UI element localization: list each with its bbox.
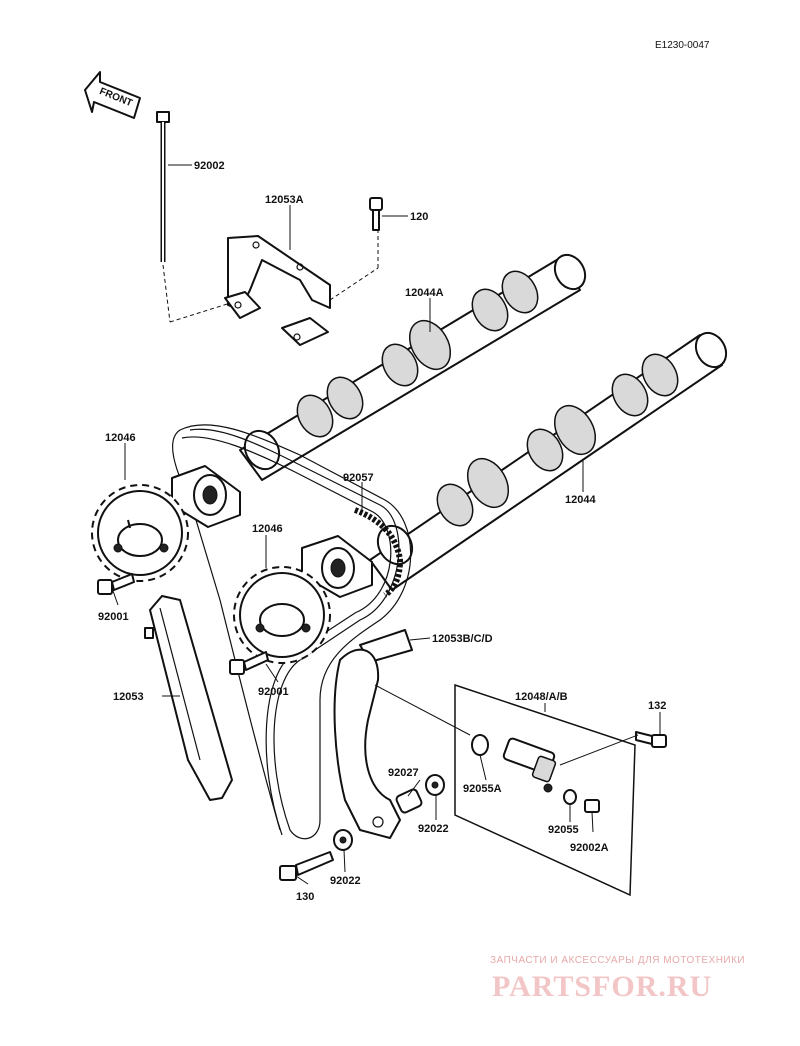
camshaft-12044 xyxy=(369,331,728,591)
label-12053BCD: 12053B/C/D xyxy=(432,633,493,645)
spacer-92027 xyxy=(395,788,423,814)
label-92022-bottom: 92022 xyxy=(330,875,361,887)
watermark-tagline: ЗАПЧАСТИ И АКСЕССУАРЫ ДЛЯ МОТОТЕХНИКИ xyxy=(490,955,745,966)
label-92001-left: 92001 xyxy=(98,611,129,623)
chain-guide-12053 xyxy=(144,595,233,801)
washer-92022-bottom xyxy=(333,829,353,851)
label-12044: 12044 xyxy=(565,494,596,506)
bolt-120 xyxy=(369,197,383,231)
label-120: 120 xyxy=(410,211,428,223)
label-132: 132 xyxy=(648,700,666,712)
sprocket-12046-left xyxy=(91,484,189,582)
diagram-code: E1230-0047 xyxy=(655,40,710,51)
label-12053A: 12053A xyxy=(265,194,304,206)
camshaft-12044A xyxy=(239,253,587,481)
camshaft-bracket-12053A xyxy=(224,230,379,346)
washer-92022-right xyxy=(425,774,445,796)
label-92002: 92002 xyxy=(194,160,225,172)
label-92022-right: 92022 xyxy=(418,823,449,835)
sprocket-12046-middle xyxy=(233,566,331,664)
label-92057: 92057 xyxy=(343,472,374,484)
tensioner-body xyxy=(502,737,557,793)
bolt-130 xyxy=(279,851,334,881)
bolt-92001-left xyxy=(97,573,135,595)
label-12046-left: 12046 xyxy=(105,432,136,444)
label-92027: 92027 xyxy=(388,767,419,779)
label-92055: 92055 xyxy=(548,824,579,836)
camshaft-flange-right xyxy=(301,535,373,598)
bolt-92001-middle xyxy=(229,651,269,675)
o-ring-92055 xyxy=(563,789,577,805)
tensioner-arm xyxy=(333,648,401,839)
label-12053: 12053 xyxy=(113,691,144,703)
front-arrow-icon: FRONT xyxy=(84,71,141,119)
plug-92002A xyxy=(584,799,600,813)
bolt-132 xyxy=(635,731,667,748)
label-92001-middle: 92001 xyxy=(258,686,289,698)
label-92055A: 92055A xyxy=(463,783,502,795)
long-bolt-92002 xyxy=(156,111,241,323)
watermark-logo: PARTSFOR.RU xyxy=(492,970,712,1003)
label-12046-middle: 12046 xyxy=(252,523,283,535)
o-ring-92055A xyxy=(471,734,489,756)
label-130: 130 xyxy=(296,891,314,903)
label-12044A: 12044A xyxy=(405,287,444,299)
label-12048AB: 12048/A/B xyxy=(515,691,568,703)
label-92002A: 92002A xyxy=(570,842,609,854)
